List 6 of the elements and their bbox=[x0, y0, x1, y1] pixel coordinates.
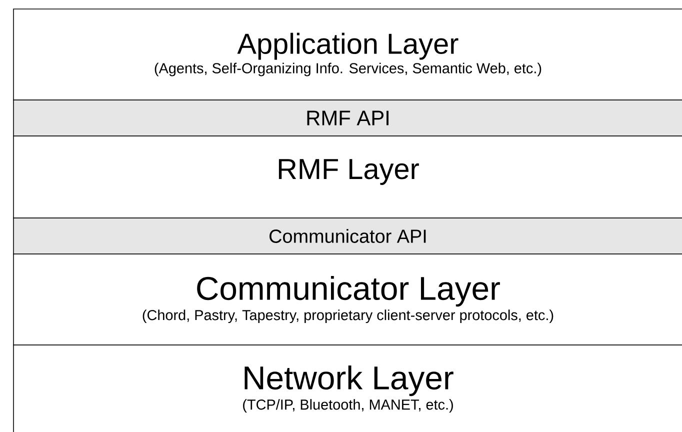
layer-band: Network Layer (TCP/IP, Bluetooth, MANET, etc.) bbox=[13, 344, 682, 432]
api-band: RMF API bbox=[13, 100, 682, 136]
layer-band: RMF Layer bbox=[13, 136, 682, 218]
api-band: Communicator API bbox=[13, 218, 682, 254]
layer-band: Application Layer (Agents, Self-Organizing Info. Services, Semantic Web, etc.) bbox=[13, 8, 682, 100]
layer-band: Communicator Layer (Chord, Pastry, Tapestry, proprietary client-server protocols, etc.) bbox=[13, 254, 682, 346]
